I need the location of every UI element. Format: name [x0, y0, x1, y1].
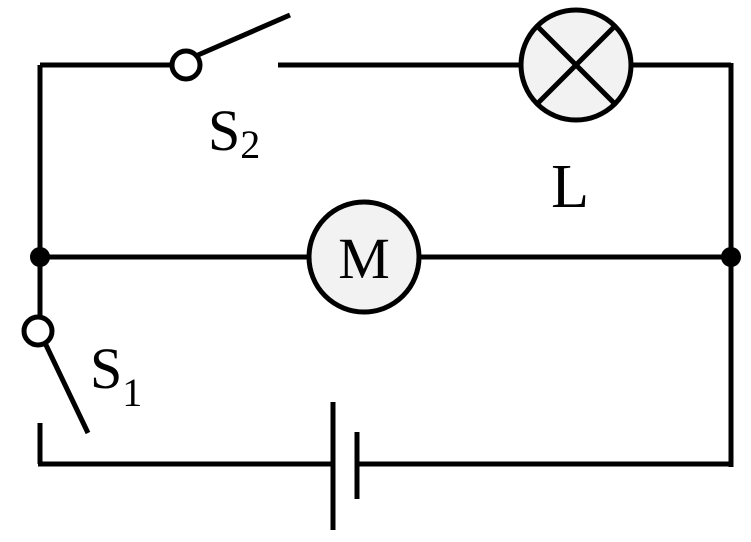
motor: M	[306, 199, 422, 315]
lamp-cross-line-2	[535, 24, 617, 106]
switch-s1: S1	[21, 314, 142, 435]
lamp: L	[518, 7, 634, 221]
switch-s2-label: S2	[208, 98, 260, 167]
switch-s2-symbol: S	[208, 98, 240, 163]
battery-cell-icon	[330, 402, 360, 530]
motor-circle-icon	[306, 199, 422, 315]
switch-s2-pivot	[169, 48, 203, 82]
junction-right	[721, 247, 741, 267]
switch-s2-subscript: 2	[240, 122, 260, 167]
switch-s1-blade	[43, 343, 91, 435]
motor-label: M	[338, 226, 390, 291]
lamp-label: L	[551, 153, 589, 221]
switch-s2: S2	[169, 12, 291, 167]
switch-s1-subscript: 1	[122, 370, 142, 415]
switch-s1-label: S1	[90, 336, 142, 415]
switch-s1-symbol: S	[90, 336, 122, 401]
switch-s2-blade	[197, 12, 291, 58]
switch-s1-pivot	[21, 314, 55, 348]
junction-left	[30, 247, 50, 267]
